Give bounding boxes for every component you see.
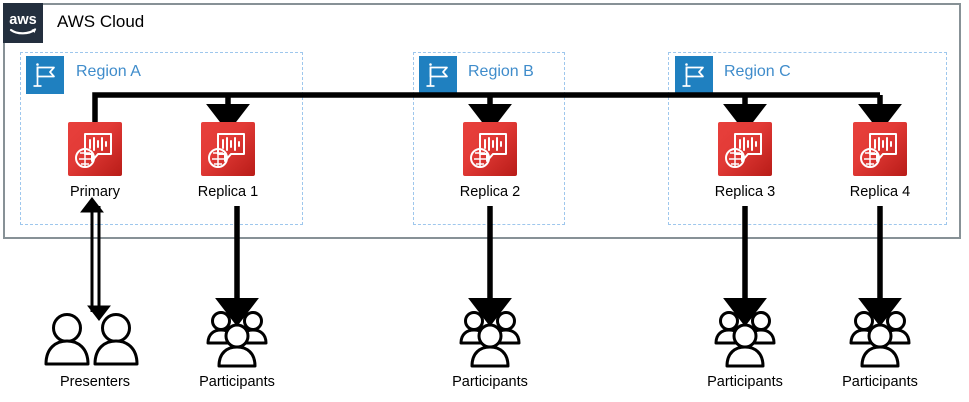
node-label-primary: Primary — [70, 184, 120, 200]
person-group-icon — [712, 309, 778, 371]
aws-cloud-title: AWS Cloud — [57, 12, 145, 31]
svg-text:aws: aws — [9, 12, 36, 28]
region-label-a: Region A — [76, 63, 141, 80]
people-label-presenters: Presenters — [59, 374, 131, 390]
node-label-replica-3: Replica 3 — [714, 184, 776, 200]
people-label-participants-1: Participants — [199, 374, 275, 390]
region-flag-icon — [419, 56, 457, 94]
people-label-participants-2: Participants — [452, 374, 528, 390]
two-persons-icon — [38, 311, 152, 369]
node-label-replica-4: Replica 4 — [849, 184, 911, 200]
node-label-replica-1: Replica 1 — [197, 184, 259, 200]
aws-logo-icon: aws — [3, 3, 43, 43]
people-label-participants-3: Participants — [707, 374, 783, 390]
person-group-icon — [204, 309, 270, 371]
region-flag-icon — [26, 56, 64, 94]
node-label-replica-2: Replica 2 — [459, 184, 521, 200]
region-label-b: Region B — [468, 63, 534, 80]
node-replica-1[interactable] — [201, 122, 255, 176]
person-group-icon — [457, 309, 523, 371]
region-box-c — [668, 52, 947, 225]
node-replica-4[interactable] — [853, 122, 907, 176]
people-label-participants-4: Participants — [842, 374, 918, 390]
person-group-icon — [847, 309, 913, 371]
node-replica-2[interactable] — [463, 122, 517, 176]
node-replica-3[interactable] — [718, 122, 772, 176]
node-primary[interactable] — [68, 122, 122, 176]
region-flag-icon — [675, 56, 713, 94]
region-label-c: Region C — [724, 63, 791, 80]
region-box-a — [20, 52, 303, 225]
